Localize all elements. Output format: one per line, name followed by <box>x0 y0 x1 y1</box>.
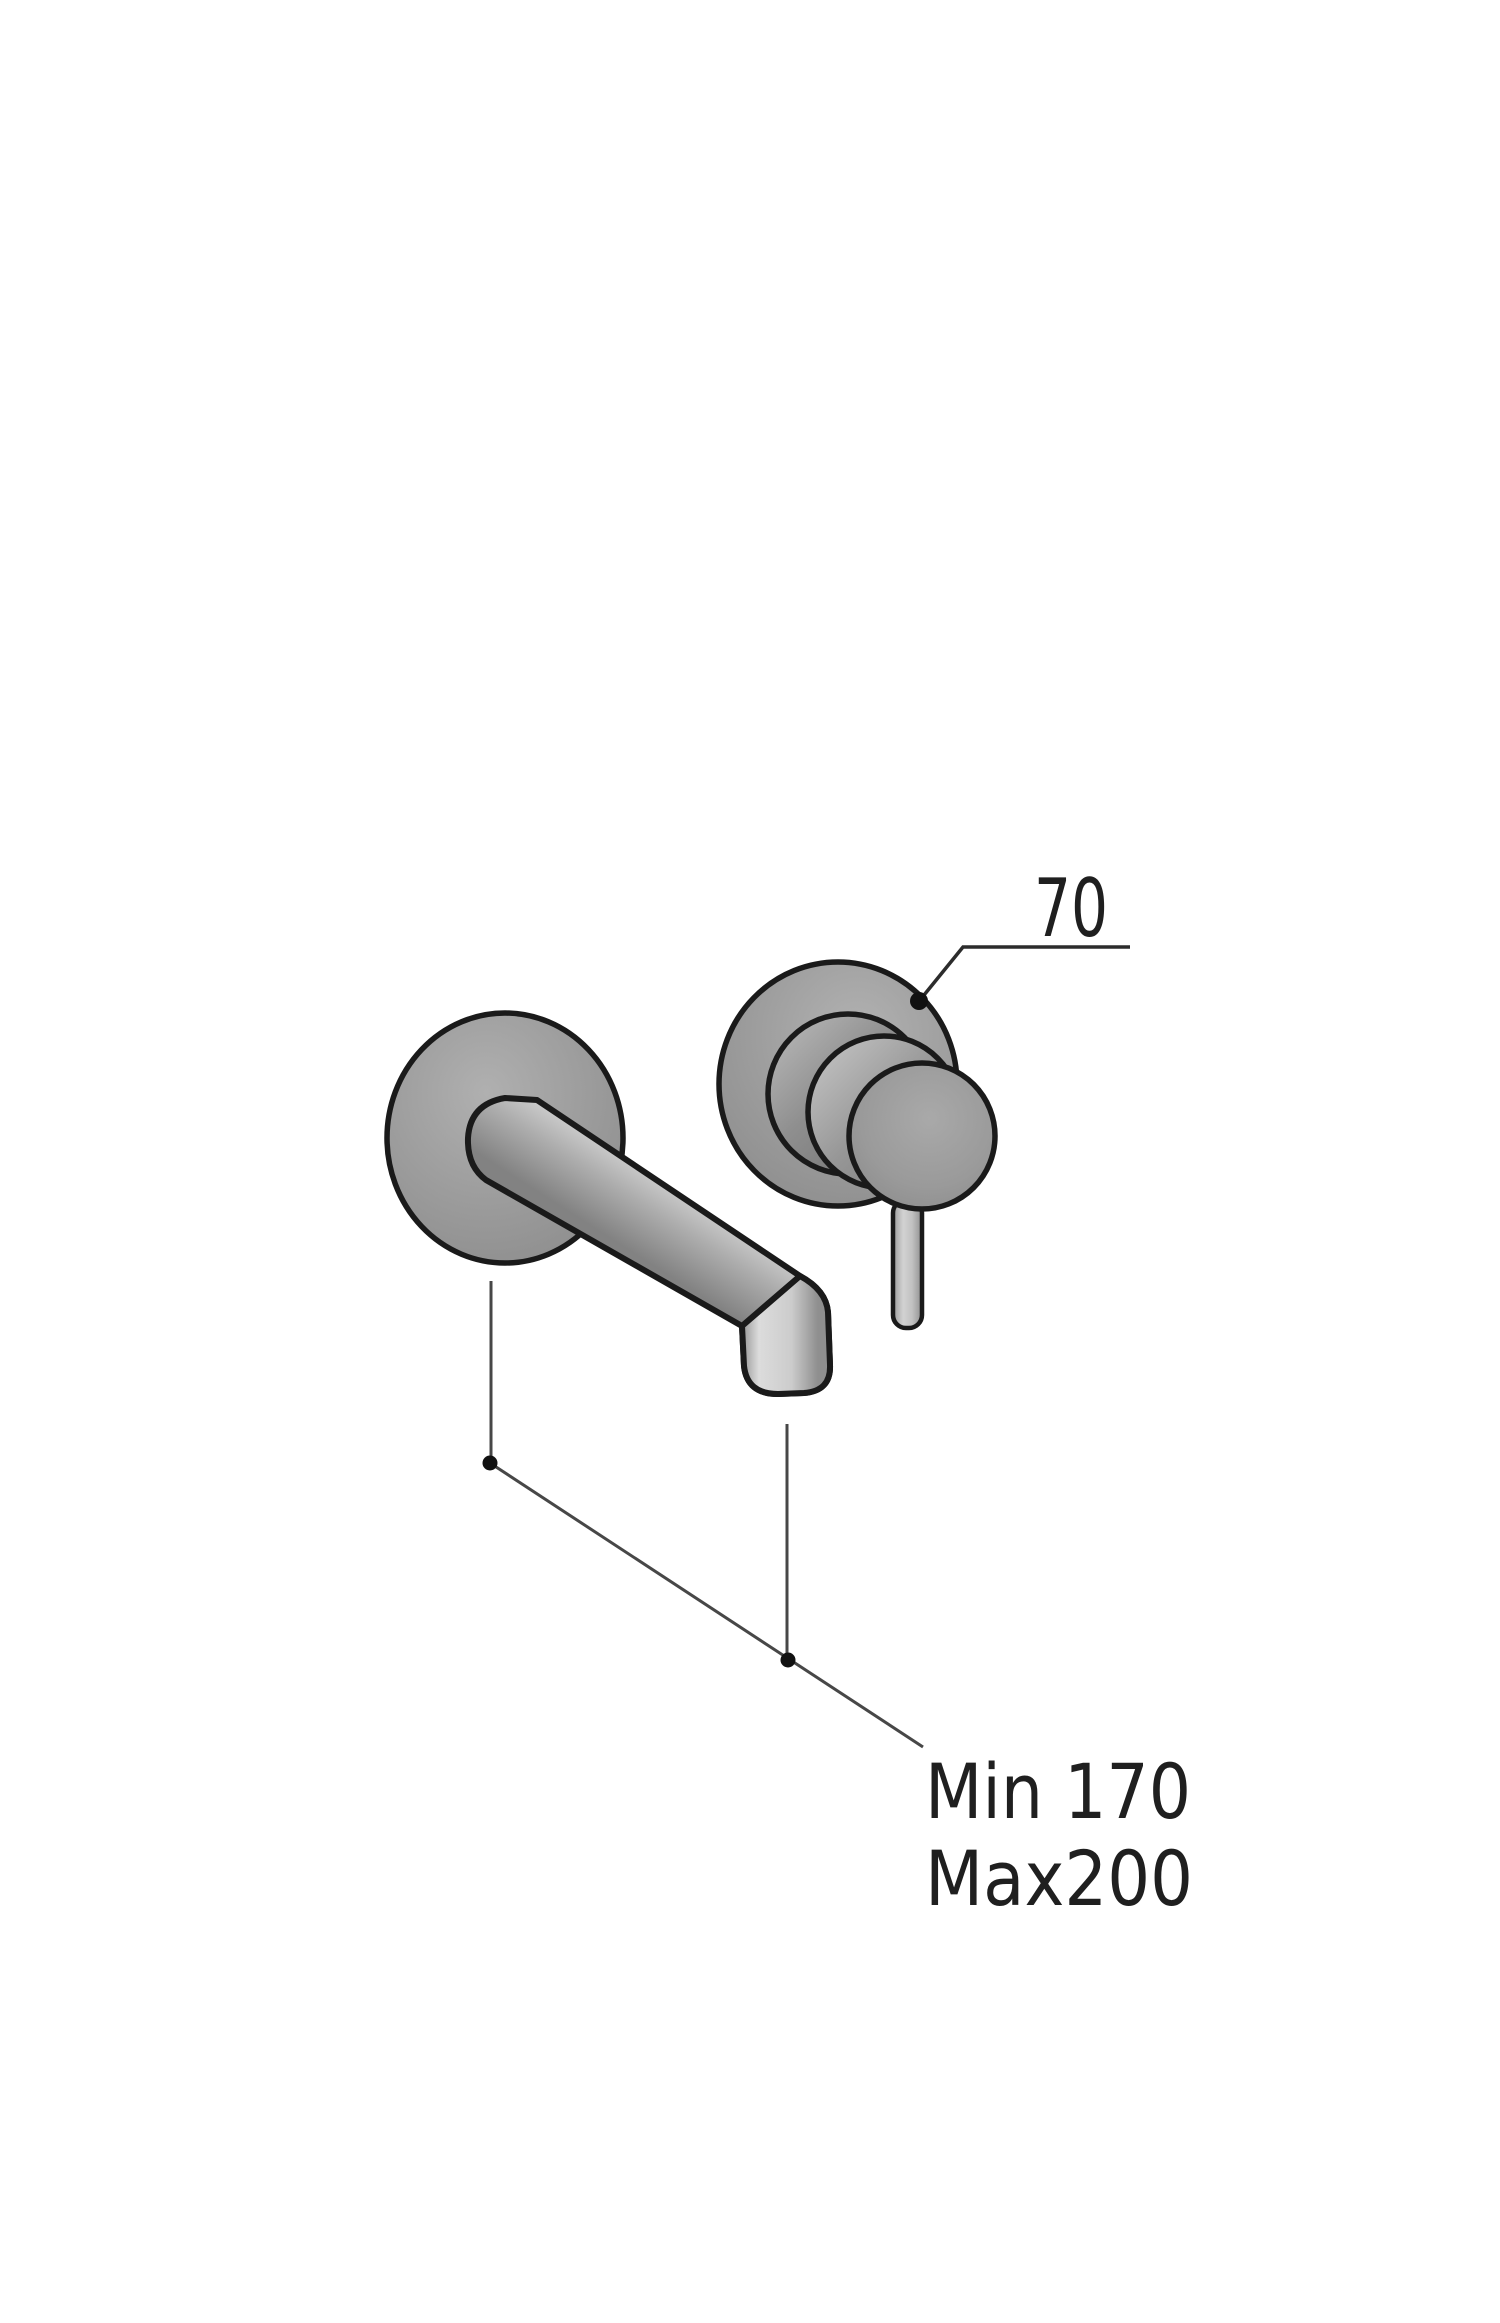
label-plate-diameter: 70 <box>1034 862 1108 955</box>
mixer-handle-lever <box>890 1197 925 1331</box>
dimension-dot-spout-tip <box>780 1652 796 1668</box>
leader-70: 70 <box>910 862 1130 1010</box>
spout-outlet <box>739 1273 834 1397</box>
leader-line-70 <box>918 945 1130 1002</box>
projection-dimension: Min 170 Max200 <box>482 1281 1193 1923</box>
mixer-handle-base-disc <box>846 1060 998 1212</box>
spout-assembly <box>384 1010 834 1397</box>
mixer-assembly <box>716 959 998 1331</box>
spout-bend-crease <box>739 1273 803 1329</box>
dimension-dot-wall <box>482 1455 498 1471</box>
dimension-diagonal-line <box>489 1461 924 1749</box>
label-projection-max: Max200 <box>925 1834 1193 1923</box>
leader-dot-70 <box>910 992 928 1010</box>
label-projection-min: Min 170 <box>925 1747 1191 1836</box>
